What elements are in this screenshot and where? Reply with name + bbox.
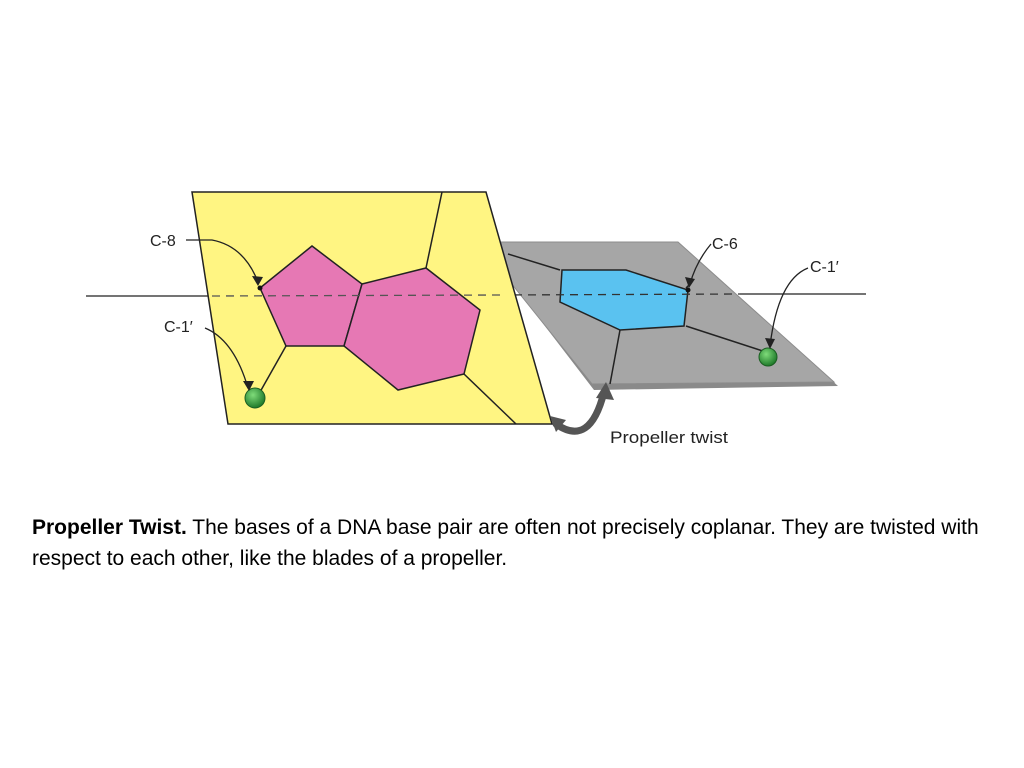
caption-text: The bases of a DNA base pair are often n… — [32, 516, 979, 570]
propeller-twist-arrow — [552, 388, 608, 435]
pyrimidine-bond-line — [685, 325, 767, 353]
pyrimidine-ring — [559, 269, 689, 331]
axis-dash-yellow — [211, 294, 501, 297]
c8-label: C-8 — [150, 233, 176, 250]
pyrimidine-bond-line — [507, 253, 561, 271]
purine-c1-arrowhead — [243, 381, 254, 391]
c6-atom — [685, 287, 691, 293]
purine-plane-group — [191, 191, 553, 425]
purine-bond-line — [259, 345, 287, 393]
caption-title: Propeller Twist. — [32, 516, 187, 539]
purine-c1-atom — [244, 387, 266, 409]
pyrimidine-c1-arrowhead — [765, 338, 775, 349]
pyrimidine-c1-atom — [758, 347, 778, 367]
figure-caption: Propeller Twist. The bases of a DNA base… — [32, 512, 992, 574]
pyrimidine-plane-group — [476, 241, 838, 390]
c6-arrowhead — [685, 277, 695, 288]
axis-dash-gray — [499, 293, 741, 296]
purine-c1-label: C-1′ — [164, 319, 193, 336]
c8-atom — [257, 285, 263, 291]
pyrimidine-c1-leader — [769, 267, 809, 347]
purine-bond-line — [425, 191, 443, 269]
twist-arrowhead-top — [596, 382, 614, 400]
purine-c1-leader — [204, 327, 249, 389]
pyrimidine-bond-line — [609, 329, 621, 385]
c8-leader — [186, 239, 259, 283]
propeller-twist-label: Propeller twist — [610, 428, 728, 447]
purine-bond-line — [463, 373, 517, 425]
pyrimidine-c1-label: C-1′ — [810, 259, 839, 276]
propeller-twist-diagram: C-8 C-1′ C-6 C-1′ Propeller twist — [86, 191, 866, 447]
c8-arrowhead — [252, 276, 263, 286]
twist-arrowhead-left — [550, 416, 566, 432]
c6-label: C-6 — [712, 236, 738, 253]
purine-six-ring — [343, 267, 481, 391]
